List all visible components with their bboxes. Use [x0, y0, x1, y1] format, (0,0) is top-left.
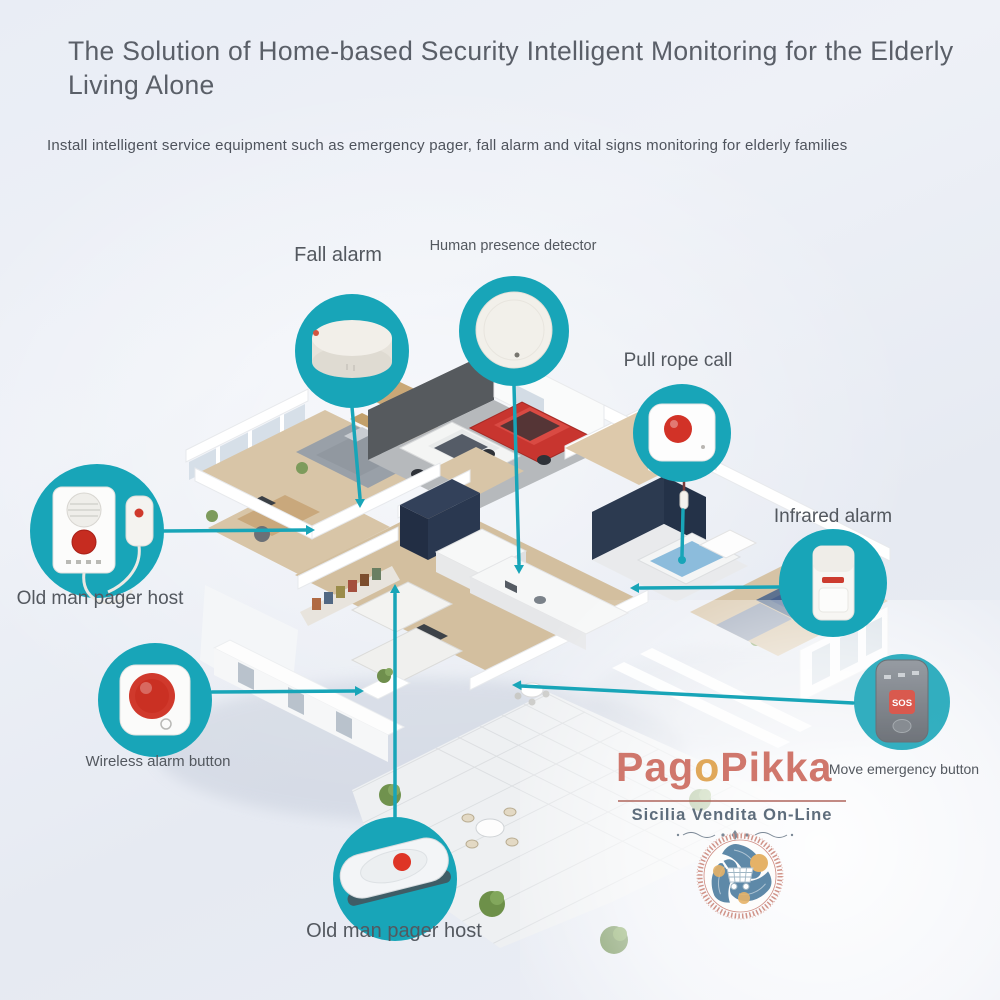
- fall-alarm-puck-device-icon: [312, 320, 392, 378]
- logo-gold-accents: [713, 854, 768, 904]
- bathroom: [592, 476, 762, 646]
- wireless-button-bubble: [98, 643, 212, 757]
- brand-seg3: Pikka: [720, 744, 833, 790]
- move-button-label: Move emergency button: [828, 761, 980, 777]
- infrared-alarm-label: Infrared alarm: [773, 506, 893, 527]
- living-room: [300, 566, 464, 684]
- patio-dining-set: [461, 807, 519, 849]
- bookshelf-books: [312, 568, 381, 610]
- wall-pager-with-remote-icon: [52, 486, 154, 605]
- page-title-line1: The Solution of Home-based Security Inte…: [68, 36, 954, 66]
- fall-alarm-label: Fall alarm: [294, 244, 382, 266]
- fall-alarm-bubble: [295, 294, 409, 408]
- watermark-divider: [618, 800, 846, 802]
- pager-left-bubble: [30, 464, 164, 605]
- move-button-connector-line: [512, 680, 855, 705]
- human-presence-bubble: [459, 276, 569, 386]
- pull-rope-button-icon: [648, 403, 716, 462]
- desk-pager-device-icon: [339, 837, 451, 906]
- front-left-exterior: [200, 585, 412, 762]
- fall-alarm-connector-line: [350, 405, 365, 508]
- connector-lines: [161, 384, 855, 820]
- pager-bottom-bubble: [333, 817, 457, 941]
- mobile-sos-device-icon: SOS: [875, 659, 929, 743]
- brand-tagline: Sicilia Vendita On-Line: [631, 806, 833, 824]
- brand-wordmark: PagoPikka: [616, 747, 832, 788]
- pager-bottom-connector-line: [390, 584, 400, 820]
- pager-left-label: Old man pager host: [16, 588, 184, 609]
- infrared-bubble: [779, 529, 887, 637]
- wireless-button-connector-line: [210, 686, 364, 696]
- pull-rope-bubble: [633, 384, 731, 482]
- callout-bubbles: SOS: [30, 276, 950, 941]
- brand-seg1: Pag: [616, 744, 695, 790]
- pir-motion-sensor-icon: [812, 545, 855, 621]
- trinacria-shopping-cart-seal-icon: [696, 832, 784, 920]
- move-button-bubble: SOS: [854, 654, 950, 750]
- human-presence-connector-line: [512, 384, 524, 574]
- pull-rope-label: Pull rope call: [623, 350, 733, 371]
- brand-seg2: o: [694, 744, 721, 790]
- logo-shopping-cart-icon: [718, 860, 754, 890]
- sos-button-label: SOS: [892, 698, 912, 709]
- pager-bottom-label: Old man pager host: [306, 920, 482, 942]
- infrared-connector-line: [630, 583, 781, 593]
- flourish-ornament-icon: [676, 830, 794, 840]
- wireless-button-label: Wireless alarm button: [85, 753, 231, 770]
- human-presence-label: Human presence detector: [429, 238, 597, 254]
- page-subtitle: Install intelligent service equipment su…: [47, 137, 848, 154]
- page-title: The Solution of Home-based Security Inte…: [68, 34, 968, 103]
- bedroom-window-wall: [185, 388, 309, 480]
- pager-left-connector-line: [161, 525, 315, 535]
- red-panic-button-icon: [119, 664, 191, 736]
- page-title-line2: Living Alone: [68, 70, 215, 101]
- presence-sensor-disc-icon: [475, 291, 553, 369]
